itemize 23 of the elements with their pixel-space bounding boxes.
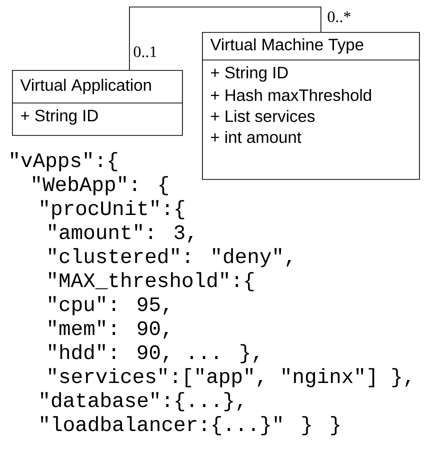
code-line: "procUnit":{ [40, 200, 184, 220]
class-box [12, 70, 183, 136]
code-line: "database":{...}, [40, 392, 242, 412]
code-line: "services":["app", "nginx"] }, [48, 368, 410, 388]
code-line: "hdd": 90, ... }, [48, 344, 258, 364]
attribute: + String ID [21, 109, 98, 125]
code-line: "cpu": 95, [48, 296, 168, 316]
multiplicity-label: 0..1 [134, 46, 156, 58]
class-name: Virtual Application [20, 78, 151, 94]
attribute: + Hash maxThreshold [211, 88, 371, 102]
class-name: Virtual Machine Type [210, 38, 364, 54]
class-box [202, 32, 420, 180]
code-line: "amount": 3, [48, 224, 193, 243]
attribute: + String ID [211, 66, 288, 82]
code-line: "MAX_threshold":{ [48, 272, 254, 292]
attribute: + int amount [211, 130, 302, 144]
connector-line [129, 6, 322, 70]
code-line: "WebApp": { [32, 176, 168, 196]
code-line: "clustered": "deny", [48, 248, 291, 268]
code-line: "mem": 90, [48, 320, 168, 339]
attribute: + List services [211, 110, 315, 122]
multiplicity-label: 0..* [328, 11, 350, 22]
code-line: "loadbalancer:{...}" } } [40, 416, 340, 436]
